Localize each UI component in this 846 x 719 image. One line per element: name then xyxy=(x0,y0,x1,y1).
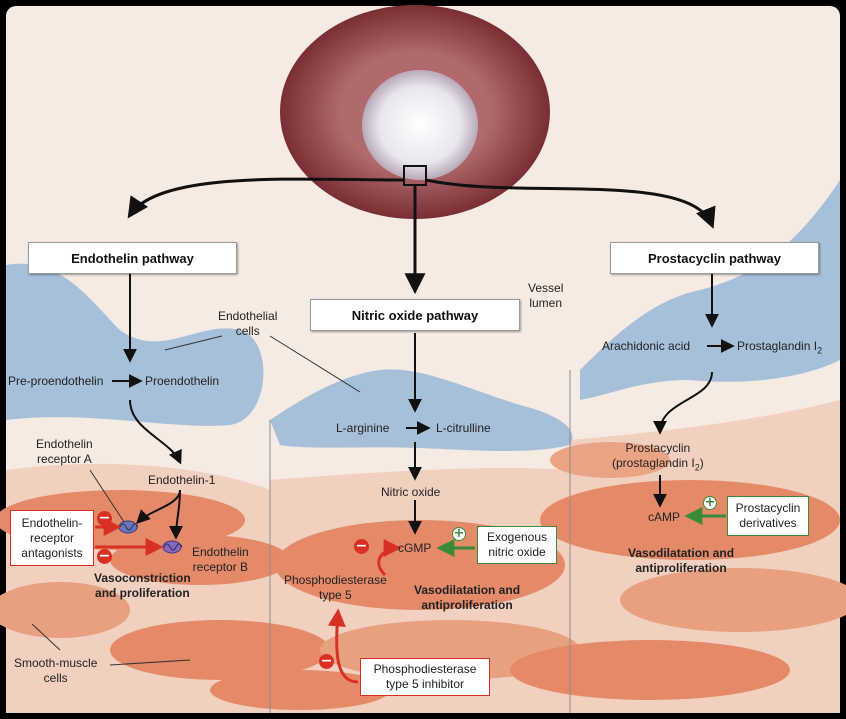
l-arginine-label: L-arginine xyxy=(336,421,390,435)
arachidonic-acid-label: Arachidonic acid xyxy=(602,339,691,353)
nitric-oxide-pathway-box: Nitric oxide pathway xyxy=(310,299,520,331)
minus-sign-pde5: − xyxy=(354,538,369,554)
arrow-pro-to-et1 xyxy=(129,399,182,465)
pointer-receptor-a xyxy=(89,469,127,526)
camp-label: cAMP xyxy=(648,510,681,524)
inhibit-arrow-pde5-inhibitor xyxy=(327,608,359,684)
endothelin-1-label: Endothelin-1 xyxy=(148,473,216,487)
vasodilatation-pc-label: Vasodilatation and antiproliferation xyxy=(628,546,735,575)
arrow-to-prostacyclin xyxy=(425,178,716,229)
smooth-muscle-cells-label: Smooth-muscle cells xyxy=(14,656,98,685)
vessel-lumen-label: Vessel lumen xyxy=(528,281,564,310)
pointer-smooth-1 xyxy=(31,623,61,651)
endothelin-antagonists-box: Endothelin- receptor antagonists xyxy=(10,510,94,566)
minus-sign-inhibitor: − xyxy=(319,653,334,669)
pointer-smooth-2 xyxy=(109,659,191,666)
plus-sign-no: + xyxy=(452,526,466,541)
prostacyclin-label: Prostacyclin(prostaglandin I2) xyxy=(612,441,704,473)
prostaglandin-i2-label: Prostaglandin I2 xyxy=(737,339,823,356)
exogenous-no-box: Exogenous nitric oxide xyxy=(477,526,557,564)
receptor-a-icon xyxy=(118,520,139,534)
arrow-pg-to-prostacyclin xyxy=(653,371,713,435)
pointer-endothelial-1 xyxy=(164,335,223,351)
pointer-endothelial-2 xyxy=(269,335,361,393)
receptor-a-label: Endothelin receptor A xyxy=(36,437,93,466)
endothelin-pathway-box: Endothelin pathway xyxy=(28,242,237,274)
pre-proendothelin-label: Pre-proendothelin xyxy=(8,374,104,388)
prostacyclin-pathway-box: Prostacyclin pathway xyxy=(610,242,819,274)
minus-sign-a: − xyxy=(97,510,112,526)
arrow-et1-to-b xyxy=(169,489,184,540)
nitric-oxide-label: Nitric oxide xyxy=(381,485,441,499)
receptor-b-icon xyxy=(162,540,183,554)
plus-sign-prostacyclin: + xyxy=(703,495,717,510)
pde5-inhibitor-box: Phosphodiesterase type 5 inhibitor xyxy=(360,658,490,696)
vasoconstriction-label: Vasoconstriction and proliferation xyxy=(94,571,191,600)
inhibit-arrow-pde5 xyxy=(377,539,402,577)
prostacyclin-derivatives-box: Prostacyclin derivatives xyxy=(727,496,809,536)
vessel-cross-section xyxy=(280,5,550,219)
endothelial-cells-label: Endothelial cells xyxy=(218,309,278,338)
arrow-to-endothelin xyxy=(127,177,405,219)
receptor-b-label: Endothelin receptor B xyxy=(192,545,249,574)
proendothelin-label: Proendothelin xyxy=(145,374,220,388)
l-citrulline-label: L-citrulline xyxy=(436,421,491,435)
minus-sign-b: − xyxy=(97,548,112,564)
vasodilatation-no-label: Vasodilatation and antiproliferation xyxy=(414,583,521,612)
pde5-label: Phosphodiesterase type 5 xyxy=(284,573,387,602)
cgmp-label: cGMP xyxy=(398,541,432,555)
